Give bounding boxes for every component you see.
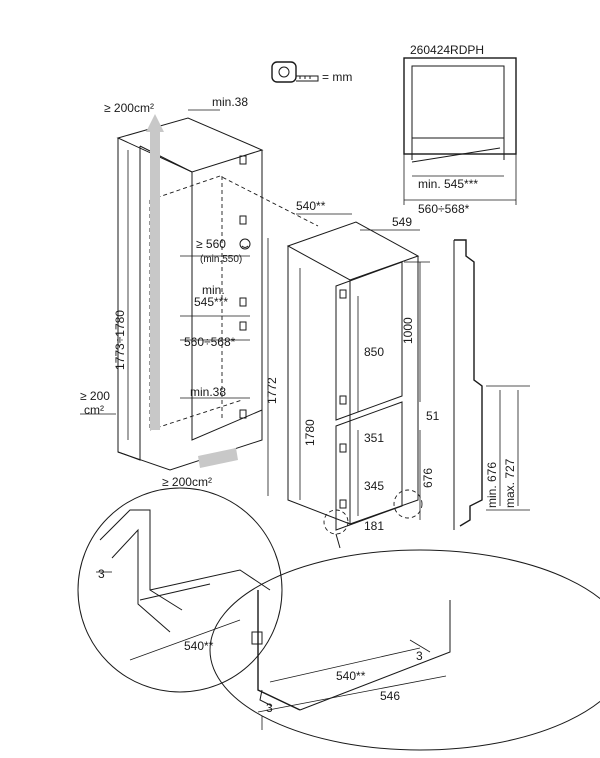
- appliance-depth-top: 540**: [296, 199, 326, 213]
- niche-height-range: 1773÷1780: [113, 310, 127, 370]
- ventilation-side-unit: cm²: [84, 403, 104, 417]
- detail-left: [77, 487, 283, 693]
- top-view-width-range: 560÷568*: [418, 202, 470, 216]
- appliance-gap: 51: [426, 409, 440, 423]
- ventilation-bottom: ≥ 200cm²: [162, 475, 212, 489]
- ventilation-top: ≥ 200cm²: [104, 101, 154, 115]
- appliance-fridge: [286, 213, 430, 549]
- niche-width-range: 560÷568*: [184, 335, 236, 349]
- appliance-upper-height: 1000: [401, 317, 415, 344]
- appliance-width: 549: [392, 215, 412, 229]
- top-view-min-width: min. 545***: [418, 177, 478, 191]
- appliance-bottom: 181: [364, 519, 384, 533]
- appliance-lower-height: 676: [421, 468, 435, 488]
- appliance-upper-door: 850: [364, 345, 384, 359]
- detail-right-depth: 540**: [336, 669, 366, 683]
- detail-left-offset: 3: [98, 567, 105, 581]
- niche-width-min-b: 545***: [194, 295, 228, 309]
- detail-left-depth: 540**: [184, 639, 214, 653]
- niche-inner-height: 1772: [265, 377, 279, 404]
- smiley-icon: [239, 238, 251, 250]
- appliance-lower-door-a: 351: [364, 431, 384, 445]
- top-view-drawing: [403, 57, 517, 205]
- tape-measure-icon: [271, 61, 319, 83]
- side-profile-max: max. 727: [503, 458, 517, 508]
- niche-width-min-a: min.: [202, 283, 225, 297]
- unit-note: = mm: [322, 70, 352, 84]
- niche-depth-min-note: (min.550): [200, 254, 242, 265]
- side-profile: [453, 239, 530, 530]
- detail-right: [209, 549, 600, 751]
- side-profile-min: min. 676: [485, 462, 499, 508]
- niche-depth-min: ≥ 560: [196, 237, 226, 251]
- ventilation-side: ≥ 200: [80, 389, 110, 403]
- niche-top-gap: min.38: [212, 95, 248, 109]
- detail-right-offset-left: 3: [266, 701, 273, 715]
- detail-right-offset-right: 3: [416, 649, 423, 663]
- niche-bottom-gap: min.38: [190, 385, 226, 399]
- niche-cabinet: [80, 109, 319, 496]
- appliance-lower-door-b: 345: [364, 479, 384, 493]
- model-number: 260424RDPH: [410, 43, 484, 57]
- detail-right-total: 546: [380, 689, 400, 703]
- appliance-height: 1780: [303, 419, 317, 446]
